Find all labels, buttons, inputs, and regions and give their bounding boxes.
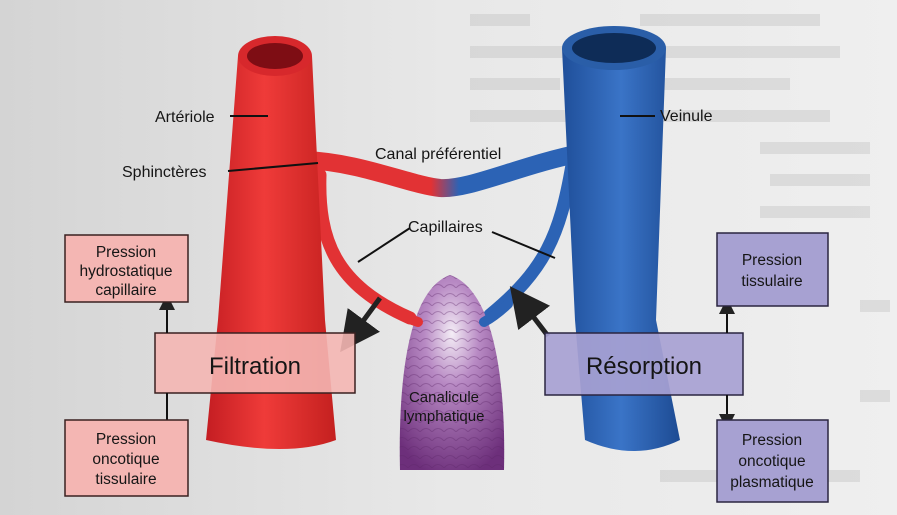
box-tissue-pressure: Pression tissulaire bbox=[717, 233, 828, 306]
box-hydrostatic-pressure: Pression hydrostatique capillaire bbox=[65, 235, 188, 302]
box-text: plasmatique bbox=[730, 474, 814, 491]
label-sphincters: Sphinctères bbox=[122, 164, 207, 181]
box-oncotic-plasma-pressure: Pression oncotique plasmatique bbox=[717, 420, 828, 502]
box-text: tissulaire bbox=[741, 273, 802, 290]
label-veinule: Veinule bbox=[660, 108, 713, 125]
box-text: oncotique bbox=[738, 453, 805, 470]
resorption-box: Résorption bbox=[545, 333, 743, 395]
filtration-label: Filtration bbox=[209, 353, 301, 380]
box-text: Pression bbox=[742, 252, 802, 269]
filtration-box: Filtration bbox=[155, 333, 355, 393]
box-text: capillaire bbox=[95, 282, 156, 299]
label-canalicule-line1: Canalicule bbox=[409, 389, 479, 406]
label-canal-preferentiel: Canal préférentiel bbox=[375, 146, 501, 163]
resorption-label: Résorption bbox=[586, 353, 702, 380]
box-text: Pression bbox=[742, 432, 802, 449]
label-capillaires: Capillaires bbox=[408, 219, 483, 236]
box-text: hydrostatique bbox=[79, 263, 172, 280]
box-text: Pression bbox=[96, 431, 156, 448]
label-canalicule-line2: lymphatique bbox=[404, 408, 485, 425]
label-arteriole: Artériole bbox=[155, 109, 215, 126]
box-text: oncotique bbox=[92, 451, 159, 468]
box-oncotic-tissue-pressure: Pression oncotique tissulaire bbox=[65, 420, 188, 496]
box-text: Pression bbox=[96, 244, 156, 261]
box-text: tissulaire bbox=[95, 471, 156, 488]
